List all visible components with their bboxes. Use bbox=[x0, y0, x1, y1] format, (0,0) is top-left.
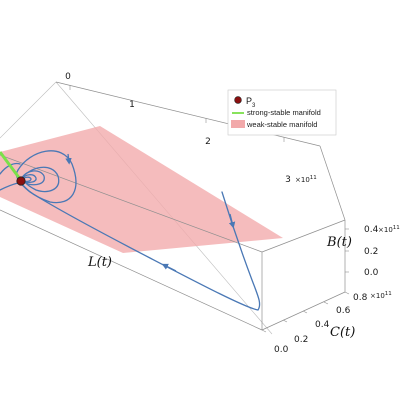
legend-strong-label: strong-stable manifold bbox=[247, 108, 321, 117]
l-tick-label-2: 2 bbox=[205, 137, 211, 147]
l-axis-label-main: L bbox=[87, 255, 97, 270]
weak-stable-manifold-surface bbox=[0, 126, 283, 253]
tick-mark-c-1 bbox=[282, 319, 288, 323]
box-edge-back-left bbox=[0, 81, 57, 139]
box-edge-top-front-right bbox=[261, 219, 346, 253]
trajectory-outer-loop bbox=[17, 150, 77, 204]
tick-mark-c-4 bbox=[344, 291, 350, 295]
trajectory-spiral-2 bbox=[21, 174, 37, 184]
l-axis-tick-labels: 0 1 2 3 bbox=[65, 72, 291, 185]
arrow-spiral bbox=[65, 153, 72, 165]
c-exponent-base: ×10 bbox=[370, 292, 385, 300]
legend-point-sub: 3 bbox=[252, 103, 256, 109]
trajectory-inner-loop bbox=[19, 166, 60, 193]
arrow-descending bbox=[228, 213, 236, 229]
b-axis-exponent: ×1011 bbox=[378, 225, 400, 234]
l-tick-label-3: 3 bbox=[285, 175, 291, 185]
legend-point-label: P3 bbox=[246, 96, 256, 109]
c-tick-label-2: 0.4 bbox=[315, 320, 330, 330]
tick-mark-c-0 bbox=[261, 329, 267, 333]
l-exponent-power: 11 bbox=[310, 175, 317, 181]
trajectory-left-entry-lower bbox=[0, 182, 19, 191]
c-tick-label-4: 0.8 bbox=[353, 293, 368, 303]
trajectory-arrows bbox=[65, 153, 236, 272]
b-axis-label-main: B bbox=[326, 235, 337, 250]
l-axis-label-arg: (t) bbox=[97, 255, 112, 270]
c-tick-label-0: 0.0 bbox=[274, 345, 289, 355]
trajectory-spiral-1 bbox=[21, 170, 45, 186]
legend: P3 strong-stable manifold weak-stable ma… bbox=[227, 89, 337, 136]
box-edge-top-right bbox=[319, 145, 346, 221]
c-tick-label-3: 0.6 bbox=[336, 306, 351, 316]
c-axis-exponent: ×1011 bbox=[370, 291, 392, 300]
box-edge-bottom-front bbox=[0, 209, 263, 331]
tick-marks bbox=[69, 85, 350, 333]
l-axis-label: L(t) bbox=[87, 255, 112, 270]
legend-point-main: P bbox=[246, 96, 252, 106]
l-axis-exponent: ×1011 bbox=[295, 175, 317, 184]
c-axis-label: C(t) bbox=[330, 325, 355, 340]
b-exponent-power: 11 bbox=[393, 225, 400, 231]
tick-mark-c-3 bbox=[323, 301, 329, 305]
b-exponent-base: ×10 bbox=[378, 226, 393, 234]
trajectory-curves bbox=[0, 150, 261, 311]
equilibrium-point-p3 bbox=[16, 176, 26, 186]
b-axis-label-arg: (t) bbox=[337, 235, 352, 250]
b-axis-tick-labels: 0.0 0.2 0.4 bbox=[364, 225, 379, 278]
arrow-returning bbox=[161, 263, 177, 272]
strong-stable-manifold-line bbox=[0, 151, 22, 180]
c-axis-label-arg: (t) bbox=[340, 325, 355, 340]
trajectory-spiral-3 bbox=[21, 176, 32, 183]
c-axis-tick-labels: 0.0 0.2 0.4 0.6 0.8 bbox=[274, 293, 368, 355]
c-exponent-power: 11 bbox=[385, 291, 392, 297]
legend-weak-swatch bbox=[231, 120, 245, 128]
b-tick-label-0: 0.0 bbox=[364, 268, 379, 278]
box-front-edges bbox=[0, 81, 346, 331]
b-tick-label-2: 0.4 bbox=[364, 225, 379, 235]
c-axis-label-main: C bbox=[330, 325, 340, 340]
b-axis-label: B(t) bbox=[326, 235, 352, 250]
l-tick-label-1: 1 bbox=[129, 100, 135, 110]
strong-stable-manifold bbox=[0, 151, 22, 180]
legend-point-swatch bbox=[234, 96, 242, 104]
legend-box bbox=[227, 89, 337, 136]
tick-mark-c-2 bbox=[302, 310, 308, 314]
legend-weak-label: weak-stable manifold bbox=[246, 120, 317, 129]
box-edge-top-back bbox=[55, 81, 321, 147]
l-exponent-base: ×10 bbox=[295, 176, 310, 184]
c-tick-label-1: 0.2 bbox=[294, 335, 308, 345]
b-tick-label-1: 0.2 bbox=[364, 247, 378, 257]
box-edge-top-front bbox=[0, 154, 263, 253]
l-tick-label-0: 0 bbox=[65, 72, 71, 82]
